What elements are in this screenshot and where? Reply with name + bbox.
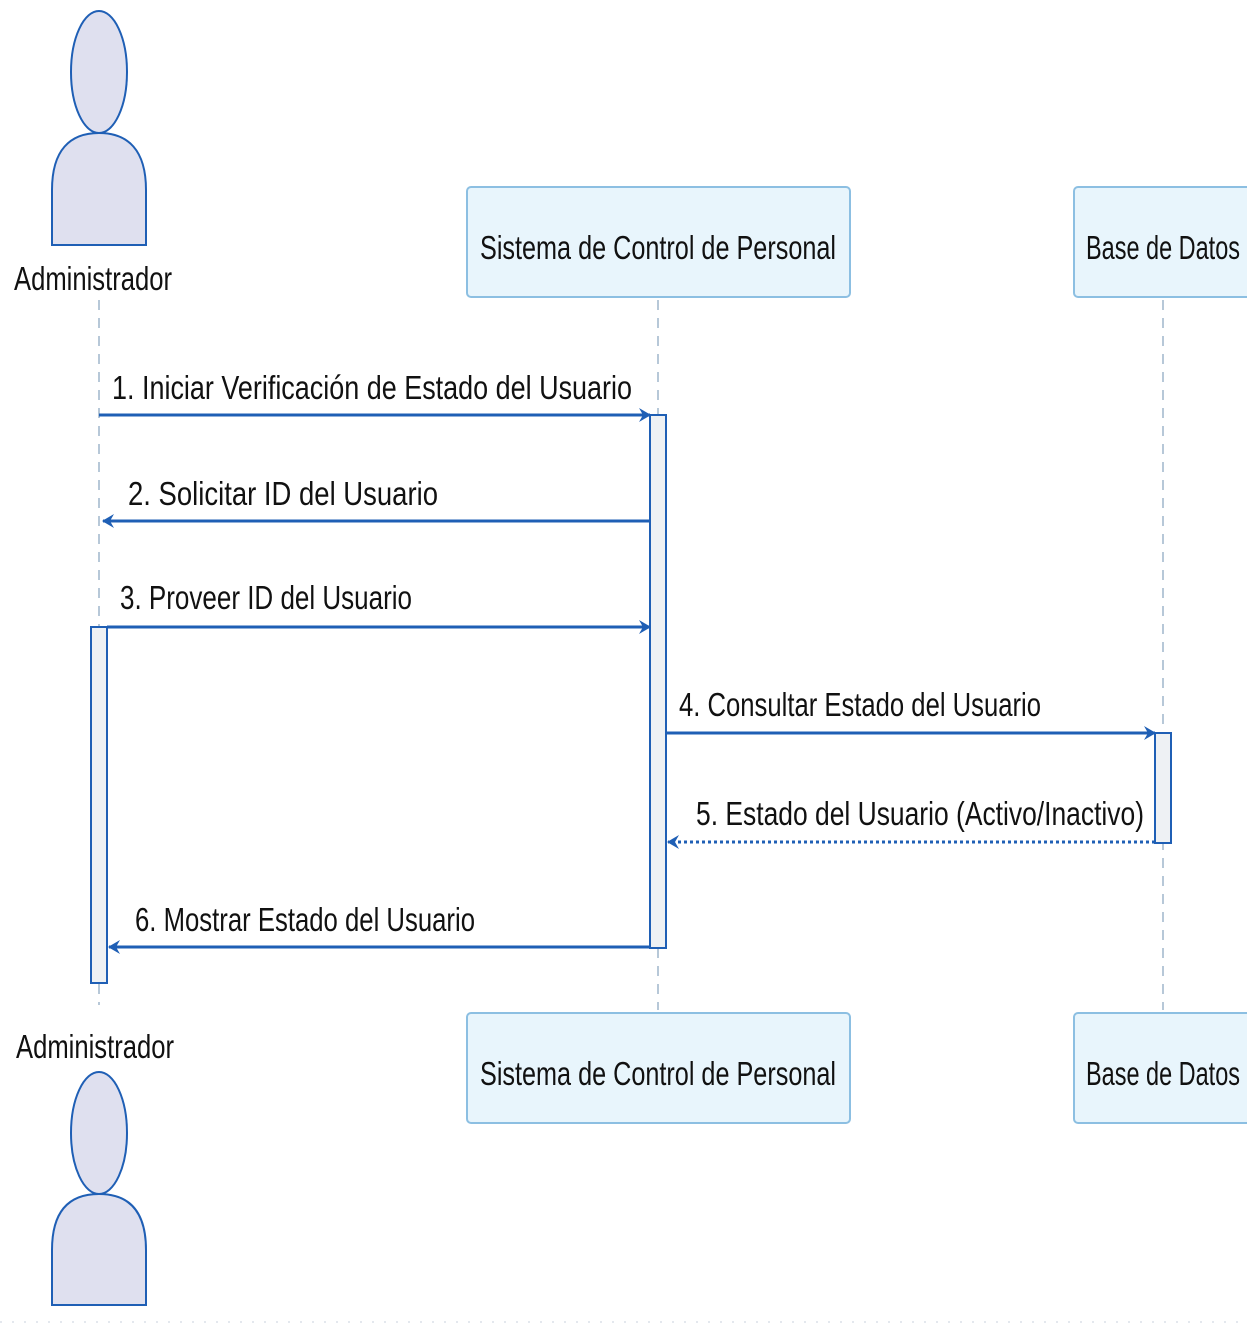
message-3-label: 3. Proveer ID del Usuario (120, 579, 412, 616)
actor-label-top: Administrador (14, 260, 172, 297)
message-4-label: 4. Consultar Estado del Usuario (679, 686, 1041, 723)
actor-body (51, 1192, 147, 1306)
message-6-label: 6. Mostrar Estado del Usuario (135, 901, 475, 938)
participant-label-sistema-bottom: Sistema de Control de Personal (480, 1055, 836, 1092)
participant-label-base-de-datos-bottom: Base de Datos (1086, 1055, 1240, 1092)
actor-head (70, 1071, 128, 1195)
activation-bar-administrador (90, 626, 108, 984)
participant-box-base-de-datos-top: Base de Datos (1073, 186, 1247, 298)
message-1-label: 1. Iniciar Verificación de Estado del Us… (112, 369, 632, 406)
participant-box-sistema-bottom: Sistema de Control de Personal (466, 1012, 851, 1124)
actor-administrador-top (51, 10, 147, 246)
actor-head (70, 10, 128, 134)
participant-box-sistema-top: Sistema de Control de Personal (466, 186, 851, 298)
participant-label-sistema-top: Sistema de Control de Personal (480, 229, 836, 266)
participant-label-base-de-datos-top: Base de Datos (1086, 229, 1240, 266)
message-5-label: 5. Estado del Usuario (Activo/Inactivo) (696, 795, 1144, 832)
activation-bar-base-de-datos (1154, 732, 1172, 844)
activation-bar-sistema (649, 414, 667, 949)
actor-administrador-bottom (51, 1071, 147, 1306)
actor-body (51, 131, 147, 246)
actor-label-bottom: Administrador (16, 1028, 174, 1065)
participant-box-base-de-datos-bottom: Base de Datos (1073, 1012, 1247, 1124)
message-2-label: 2. Solicitar ID del Usuario (128, 475, 438, 512)
